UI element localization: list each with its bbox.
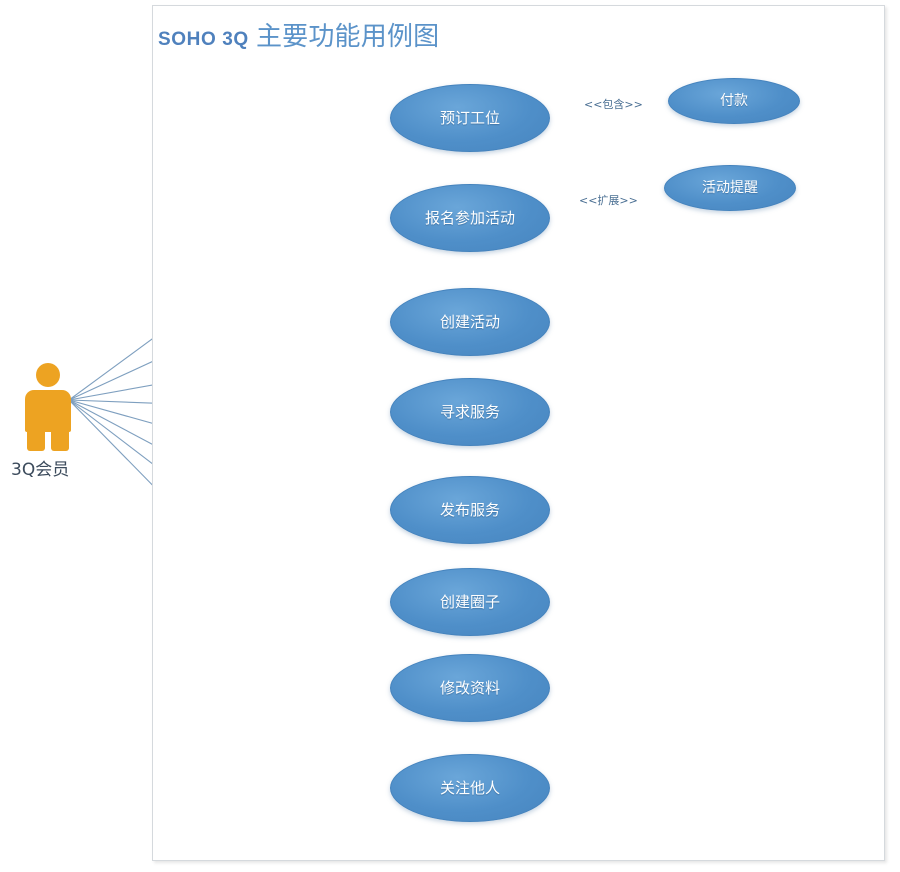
usecase-label: 活动提醒 [702,180,758,196]
usecase-join-activity[interactable]: 报名参加活动 [390,184,550,252]
relationship-label-extend: <<扩展>> [578,192,639,208]
actor-label: 3Q会员 [11,460,70,480]
usecase-label: 关注他人 [439,778,500,797]
usecase-publish-service[interactable]: 发布服务 [390,476,550,544]
usecase-create-circle[interactable]: 创建圈子 [390,568,550,636]
usecase-label: 创建圈子 [439,592,500,611]
actor-head [36,363,60,387]
usecase-activity-remind[interactable]: 活动提醒 [664,165,796,211]
usecase-label: 创建活动 [439,312,500,331]
actor-torso [25,390,71,432]
title-brand: SOHO 3Q [158,29,249,50]
usecase-edit-profile[interactable]: 修改资料 [390,654,550,722]
usecase-payment[interactable]: 付款 [668,78,800,124]
title-chinese: 主要功能用例图 [255,21,440,51]
page-title: SOHO 3Q 主要功能用例图 [158,16,439,53]
usecase-seek-service[interactable]: 寻求服务 [390,378,550,446]
usecase-label: 修改资料 [439,678,500,697]
usecase-label: 预订工位 [439,108,500,127]
usecase-book-desk[interactable]: 预订工位 [390,84,550,152]
actor-leg-left [27,429,45,451]
usecase-label: 付款 [720,93,748,109]
usecase-label: 寻求服务 [439,402,500,421]
usecase-follow-people[interactable]: 关注他人 [390,754,550,822]
actor-leg-right [51,429,69,451]
actor-person-icon[interactable] [22,363,74,451]
usecase-label: 发布服务 [439,500,500,519]
usecase-label: 报名参加活动 [424,208,515,227]
usecase-create-activity[interactable]: 创建活动 [390,288,550,356]
relationship-label-include: <<包含>> [583,96,644,112]
